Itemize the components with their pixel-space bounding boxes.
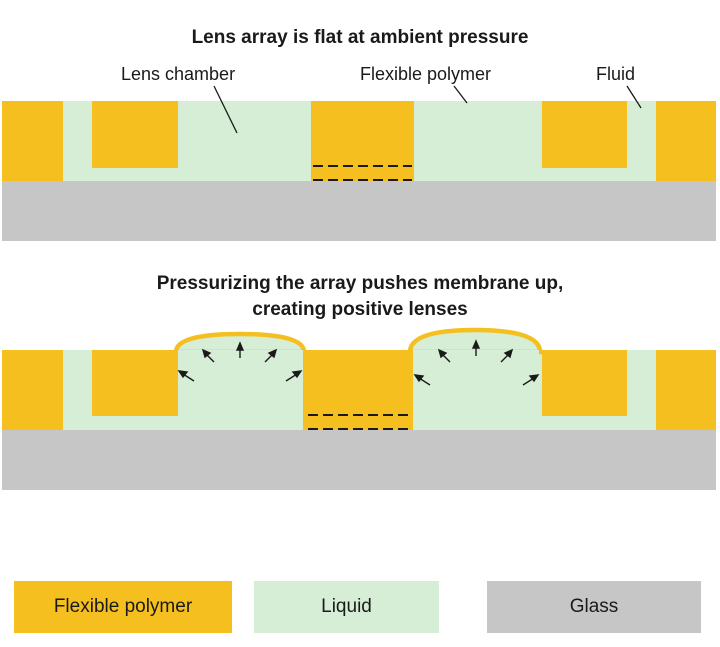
arrow-icon: [264, 348, 278, 363]
pressure-arrows: [177, 339, 540, 386]
top-leader-lines: [213, 85, 642, 134]
top-dashed-lines: [313, 165, 412, 181]
bottom-diagram-title-line1: Pressurizing the array pushes membrane u…: [156, 273, 564, 294]
bottom-left-polymer-block: [92, 350, 178, 416]
bottom-diagram-title-line2: creating positive lenses: [252, 299, 468, 320]
bottom-glass-substrate: [2, 430, 716, 490]
arrow-icon: [522, 374, 540, 386]
fluid-label: Fluid: [596, 64, 636, 84]
top-right-polymer-block: [542, 101, 627, 168]
arrow-icon: [471, 339, 481, 356]
bottom-right-polymer-block: [542, 350, 627, 416]
legend-glass-label: Glass: [569, 596, 619, 617]
arrow-icon: [177, 370, 195, 382]
legend-liquid-label: Liquid: [321, 596, 372, 617]
bottom-center-polymer-block: [303, 350, 413, 430]
arrow-icon: [201, 348, 215, 363]
pressurized-lens-array: [2, 327, 716, 490]
right-lens-bulge: [407, 327, 543, 355]
arrow-icon: [285, 370, 303, 382]
arrow-icon: [437, 348, 451, 363]
legend-liquid: Liquid: [254, 581, 439, 633]
arrow-icon: [500, 348, 514, 363]
arrow-icon: [413, 374, 431, 386]
top-center-polymer-block: [311, 101, 414, 181]
top-left-polymer-block: [92, 101, 178, 168]
lens-chamber-label: Lens chamber: [121, 64, 236, 84]
top-diagram-title: Lens array is flat at ambient pressure: [191, 27, 529, 48]
legend-glass: Glass: [487, 581, 701, 633]
flexible-polymer-label: Flexible polymer: [360, 64, 492, 84]
bottom-dashed-lines: [308, 414, 410, 430]
legend-flexible-polymer: Flexible polymer: [14, 581, 232, 633]
arrow-icon: [235, 341, 245, 358]
legend-flexible-polymer-label: Flexible polymer: [53, 596, 193, 617]
flat-lens-array: [2, 85, 716, 241]
top-glass-substrate: [2, 181, 716, 241]
